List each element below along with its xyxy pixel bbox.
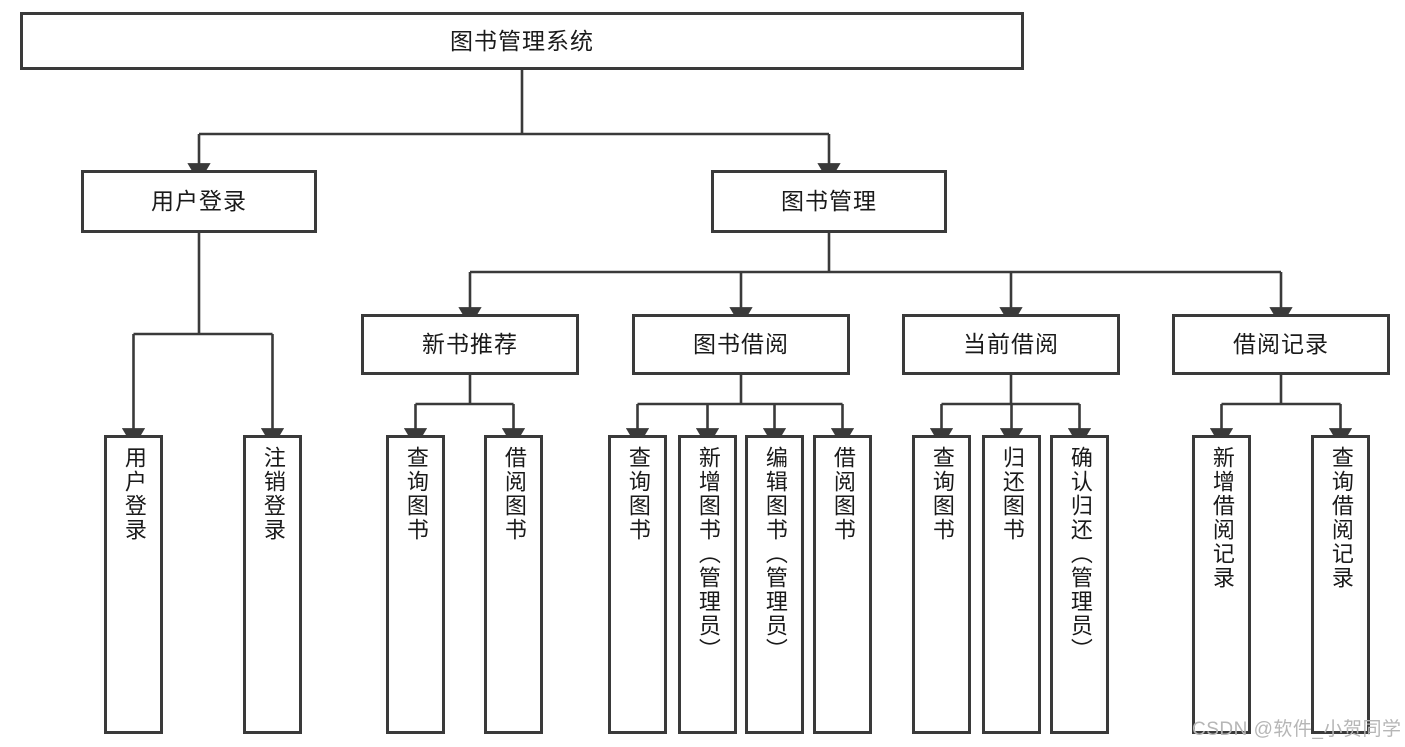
node-label: 查询图书 [929,446,955,542]
node-label: 借阅图书 [830,446,856,542]
node-label: 图书管理 [781,188,877,215]
node-l_qbook3[interactable]: 查询图书 [912,435,971,734]
node-current[interactable]: 当前借阅 [902,314,1120,375]
node-root[interactable]: 图书管理系统 [20,12,1024,70]
node-label: 用户登录 [151,188,247,215]
node-l_login[interactable]: 用户登录 [104,435,163,734]
node-label: 编辑图书（管理员） [762,446,788,662]
watermark-text: CSDN @软件_小贺同学 [1192,719,1402,740]
node-newbook[interactable]: 新书推荐 [361,314,579,375]
node-label: 用户登录 [121,446,147,542]
node-l_addbook[interactable]: 新增图书（管理员） [678,435,737,734]
node-label: 借阅图书 [501,446,527,542]
node-label: 确认归还（管理员） [1067,446,1093,662]
node-l_editbook[interactable]: 编辑图书（管理员） [745,435,804,734]
node-label: 借阅记录 [1233,331,1329,358]
node-l_bbook1[interactable]: 借阅图书 [484,435,543,734]
node-l_logout[interactable]: 注销登录 [243,435,302,734]
node-l_confirm[interactable]: 确认归还（管理员） [1050,435,1109,734]
node-borrow[interactable]: 图书借阅 [632,314,850,375]
node-bookmgmt[interactable]: 图书管理 [711,170,947,233]
node-l_bbook2[interactable]: 借阅图书 [813,435,872,734]
node-label: 新增借阅记录 [1209,446,1235,590]
node-label: 查询图书 [625,446,651,542]
node-l_qrec[interactable]: 查询借阅记录 [1311,435,1370,734]
node-label: 注销登录 [260,446,286,542]
node-label: 新书推荐 [422,331,518,358]
node-label: 查询图书 [403,446,429,542]
node-label: 图书管理系统 [450,27,594,54]
node-label: 归还图书 [999,446,1025,542]
node-l_return[interactable]: 归还图书 [982,435,1041,734]
node-l_qbook2[interactable]: 查询图书 [608,435,667,734]
node-login[interactable]: 用户登录 [81,170,317,233]
node-label: 当前借阅 [963,331,1059,358]
node-label: 查询借阅记录 [1328,446,1354,590]
node-label: 新增图书（管理员） [695,446,721,662]
node-l_qbook1[interactable]: 查询图书 [386,435,445,734]
node-label: 图书借阅 [693,331,789,358]
node-l_addrec[interactable]: 新增借阅记录 [1192,435,1251,734]
node-records[interactable]: 借阅记录 [1172,314,1390,375]
